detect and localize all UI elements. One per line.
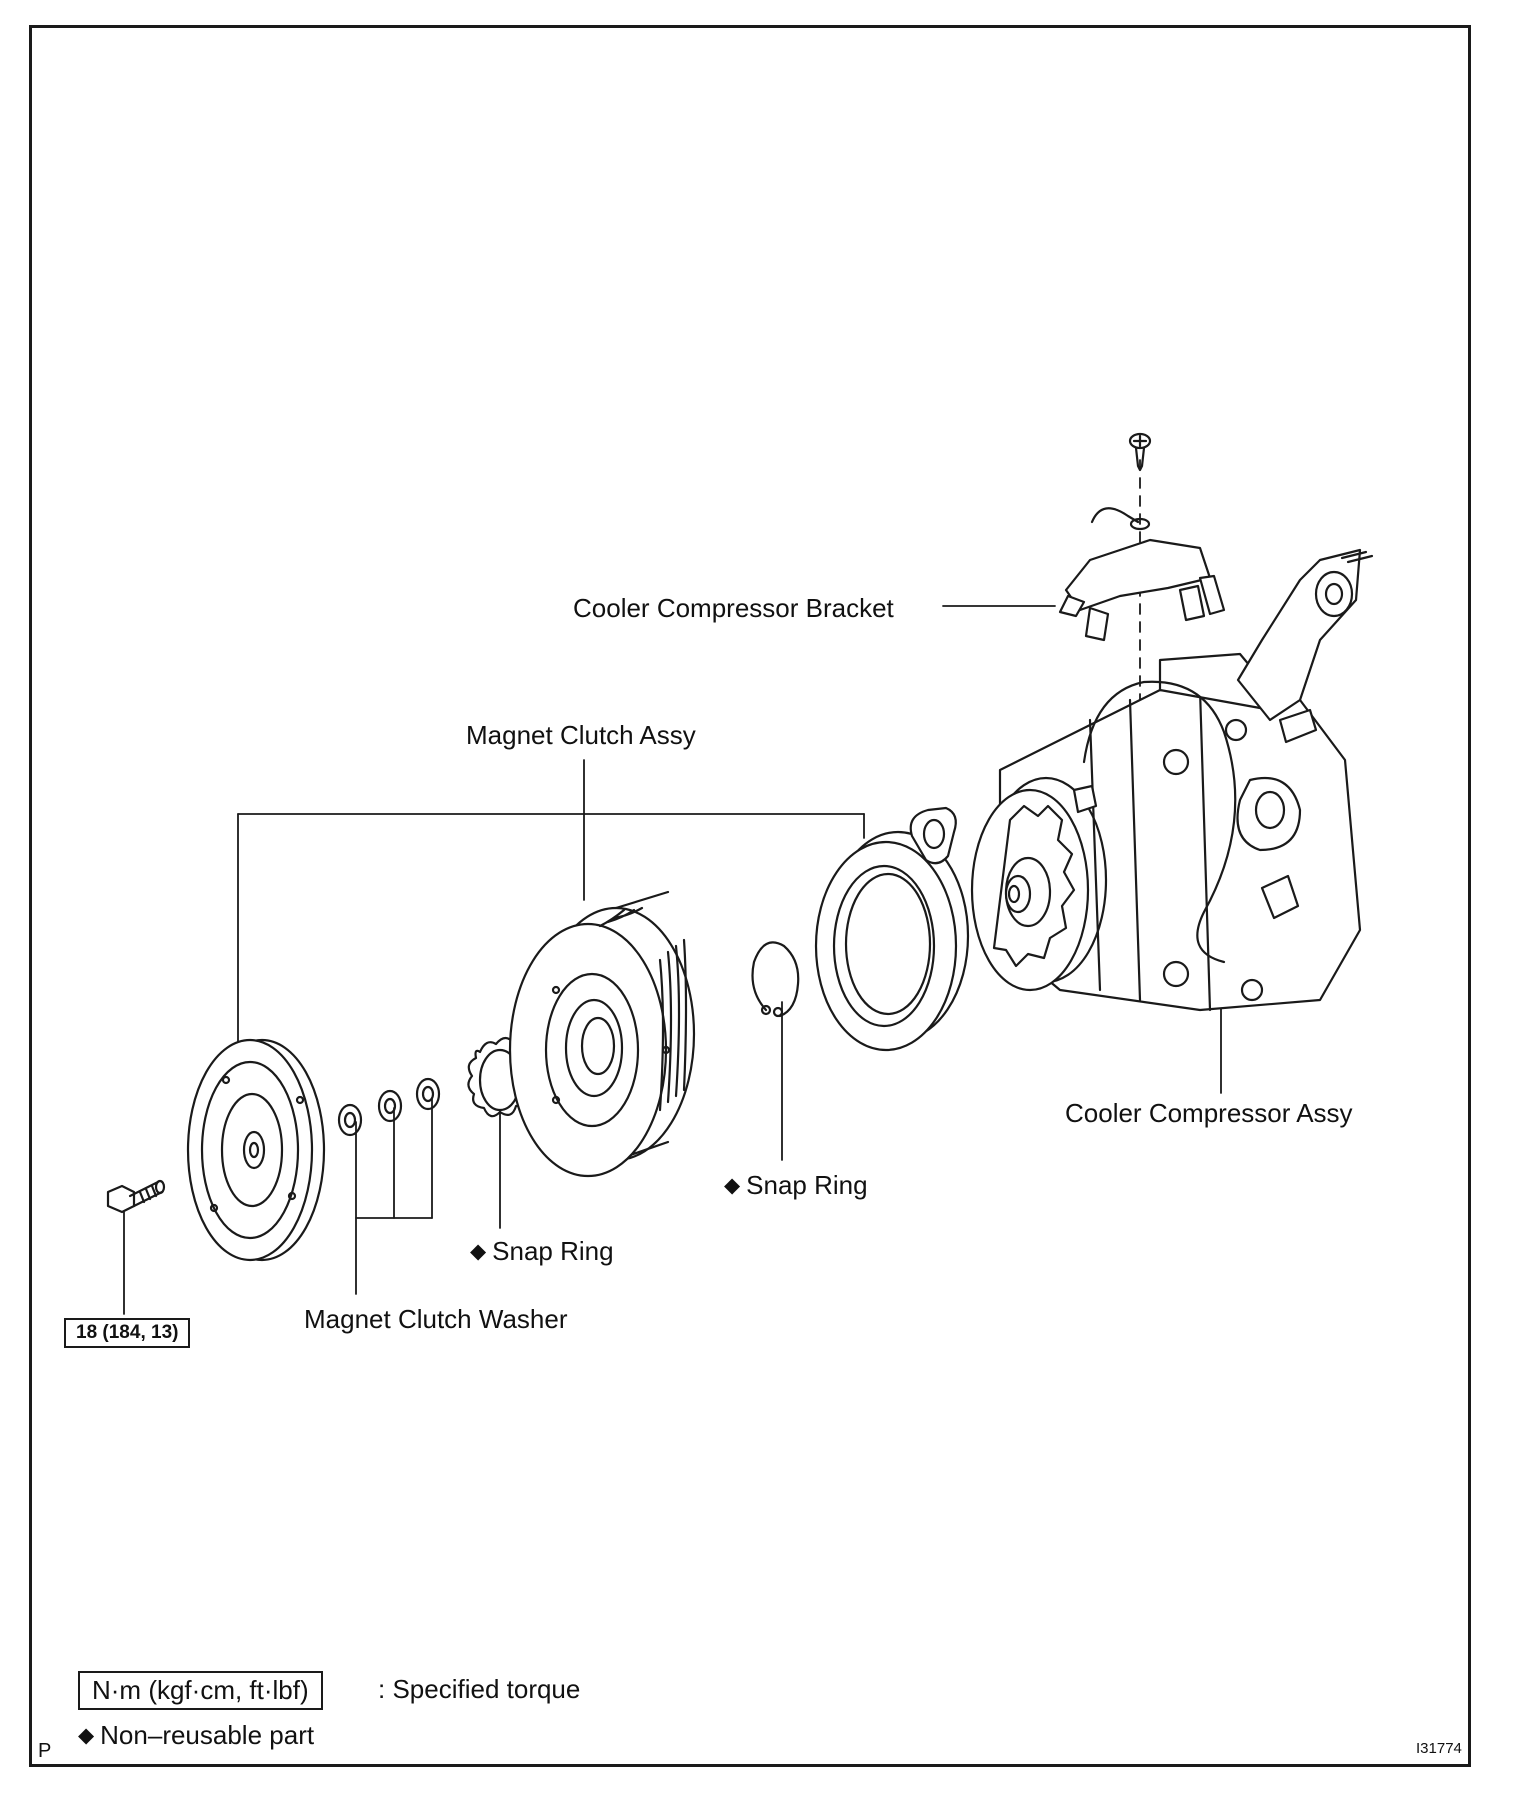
legend-non-reusable: ◆Non–reusable part: [78, 1720, 314, 1753]
non-reusable-diamond-icon: ◆: [470, 1240, 487, 1263]
label-cooler-compressor-bracket: Cooler Compressor Bracket: [573, 593, 894, 623]
snap-ring-text: Snap Ring: [746, 1170, 868, 1200]
field-coil-part: [814, 806, 970, 1052]
compressor-bracket-part: [1058, 507, 1226, 642]
label-cooler-compressor-assy: Cooler Compressor Assy: [1065, 1098, 1353, 1128]
label-snap-ring-left: ◆Snap Ring: [470, 1236, 614, 1269]
bracket-screw-part: [1128, 432, 1152, 472]
leader-lines: [123, 459, 1222, 1315]
diagram-frame: [29, 25, 1471, 1767]
figure-id: I31774: [1416, 1740, 1462, 1757]
torque-spec-box: 18 (184, 13): [64, 1318, 191, 1348]
legend-torque-unit-box: N·m (kgf·cm, ft·lbf): [78, 1671, 323, 1710]
compressor-body-part: [970, 548, 1374, 1012]
washer-parts: [337, 1077, 441, 1137]
label-magnet-clutch-assy: Magnet Clutch Assy: [466, 720, 696, 750]
label-magnet-clutch-washer: Magnet Clutch Washer: [304, 1304, 568, 1334]
legend-non-reusable-text: Non–reusable part: [100, 1720, 315, 1750]
clutch-hub-part: [186, 1038, 326, 1262]
snap-ring-right-part: [751, 941, 800, 1018]
snap-ring-text: Snap Ring: [492, 1236, 614, 1266]
non-reusable-diamond-icon: ◆: [724, 1174, 741, 1197]
label-snap-ring-right: ◆Snap Ring: [724, 1170, 868, 1203]
non-reusable-diamond-icon: ◆: [78, 1724, 95, 1747]
legend-torque-description: : Specified torque: [378, 1674, 581, 1704]
corner-letter: P: [38, 1740, 52, 1762]
pulley-part: [508, 890, 696, 1178]
bolt-part: [106, 1179, 166, 1214]
